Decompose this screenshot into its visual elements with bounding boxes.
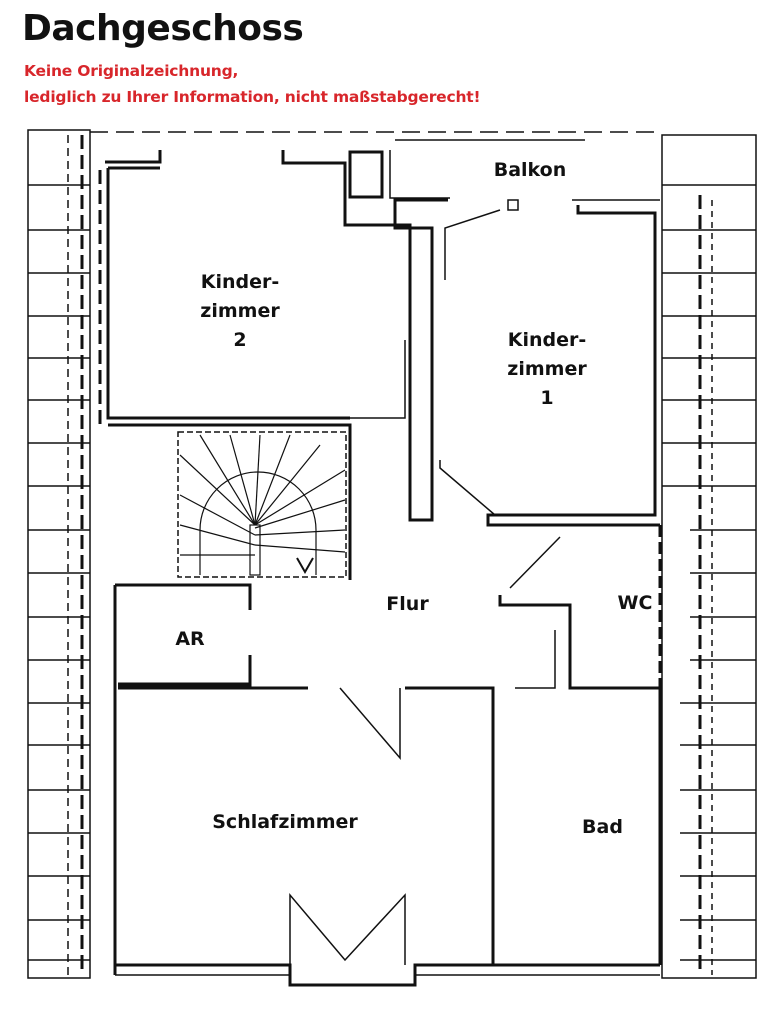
door-swings (289, 209, 561, 965)
room-label-bad: Bad (582, 816, 623, 838)
room-label-line: zimmer (507, 358, 587, 380)
room-label-kinderzimmer-2: Kinder- zimmer 2 (185, 268, 295, 355)
room-label-ar: AR (175, 628, 205, 650)
room-label-schlafzimmer: Schlafzimmer (212, 811, 358, 833)
room-label-balkon: Balkon (493, 159, 567, 181)
walls (90, 131, 662, 987)
roof-tiles-left (27, 129, 102, 979)
room-label-kinderzimmer-1: Kinder- zimmer 1 (492, 326, 602, 413)
page-title: Dachgeschoss (22, 8, 304, 49)
room-label-line: Kinder- (200, 271, 280, 293)
room-label-line: zimmer (200, 300, 280, 322)
room-label-flur: Flur (386, 593, 429, 615)
disclaimer-line-1: Keine Originalzeichnung, (24, 62, 239, 80)
roof-tiles-right (661, 134, 757, 979)
room-label-line: 1 (540, 387, 554, 409)
room-label-line: Kinder- (507, 329, 587, 351)
spiral-staircase (179, 434, 346, 576)
room-label-line: 2 (233, 329, 247, 351)
disclaimer-line-2: lediglich zu Ihrer Information, nicht ma… (24, 88, 481, 106)
room-label-wc: WC (617, 592, 653, 614)
